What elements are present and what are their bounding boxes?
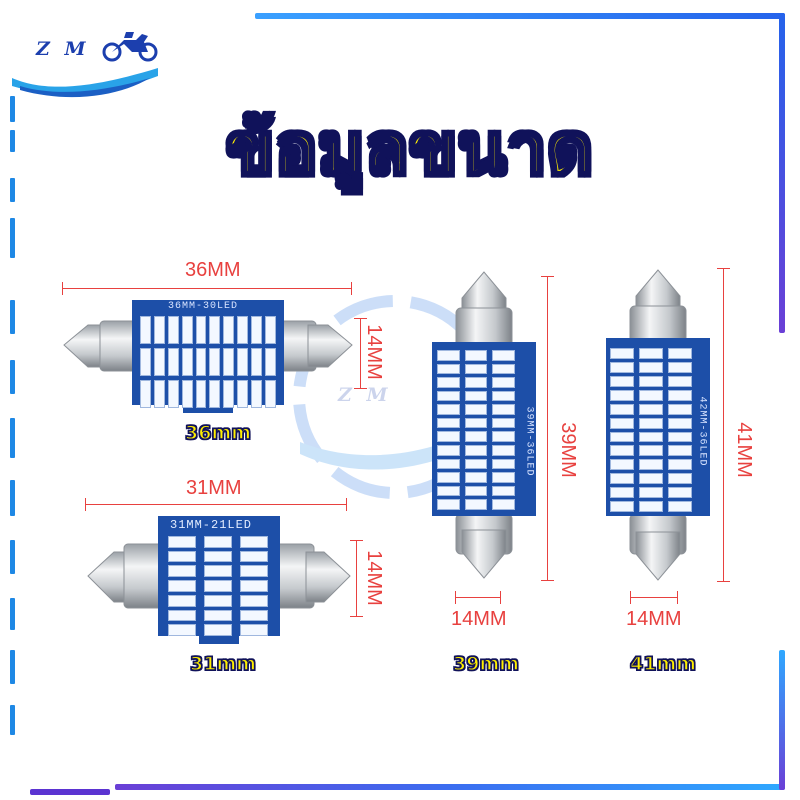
led-grid [437,350,515,510]
dimension-line-length [723,268,724,582]
led-grid [168,536,268,636]
pcb-label: 42MM-36LED [696,396,708,467]
watermark-text: Z M [338,384,392,406]
pcb-label: 31MM-21LED [170,518,253,532]
dimension-line-width [455,597,501,598]
frame-bottom-bar [115,784,785,790]
page-title: ข้อมูลขนาด [225,107,594,192]
logo-wave-icon [12,68,158,98]
pcb-label: 39MM-36LED [523,406,535,477]
size-label: 31mm [189,652,257,675]
led-grid [610,348,692,512]
motorcycle-icon [102,32,158,62]
logo-text: Z M [36,38,90,60]
width-label: 14MM [626,608,682,630]
frame-right-bar [779,13,785,333]
dimension-line-width [356,540,357,616]
dimension-line-length [85,504,347,505]
size-label: 36mm [184,421,252,444]
length-label: 41MM [732,422,755,478]
dimension-line-width [630,597,678,598]
dimension-line-length [62,288,352,289]
length-label: 36MM [185,259,241,281]
frame-top-bar [255,13,785,19]
width-label: 14MM [362,550,385,606]
dimension-line-width [360,318,361,388]
led-grid [140,316,276,408]
pcb-label: 36MM-30LED [168,301,239,312]
length-label: 31MM [186,477,242,499]
width-label: 14MM [362,324,385,380]
length-label: 39MM [556,422,579,478]
frame-bottom-left-bar [30,789,110,795]
size-label: 39mm [452,652,520,675]
frame-right-lower-bar [779,650,785,790]
brand-logo: Z M [10,20,160,100]
dimension-line-length [547,276,548,581]
width-label: 14MM [451,608,507,630]
size-label: 41mm [629,652,697,675]
